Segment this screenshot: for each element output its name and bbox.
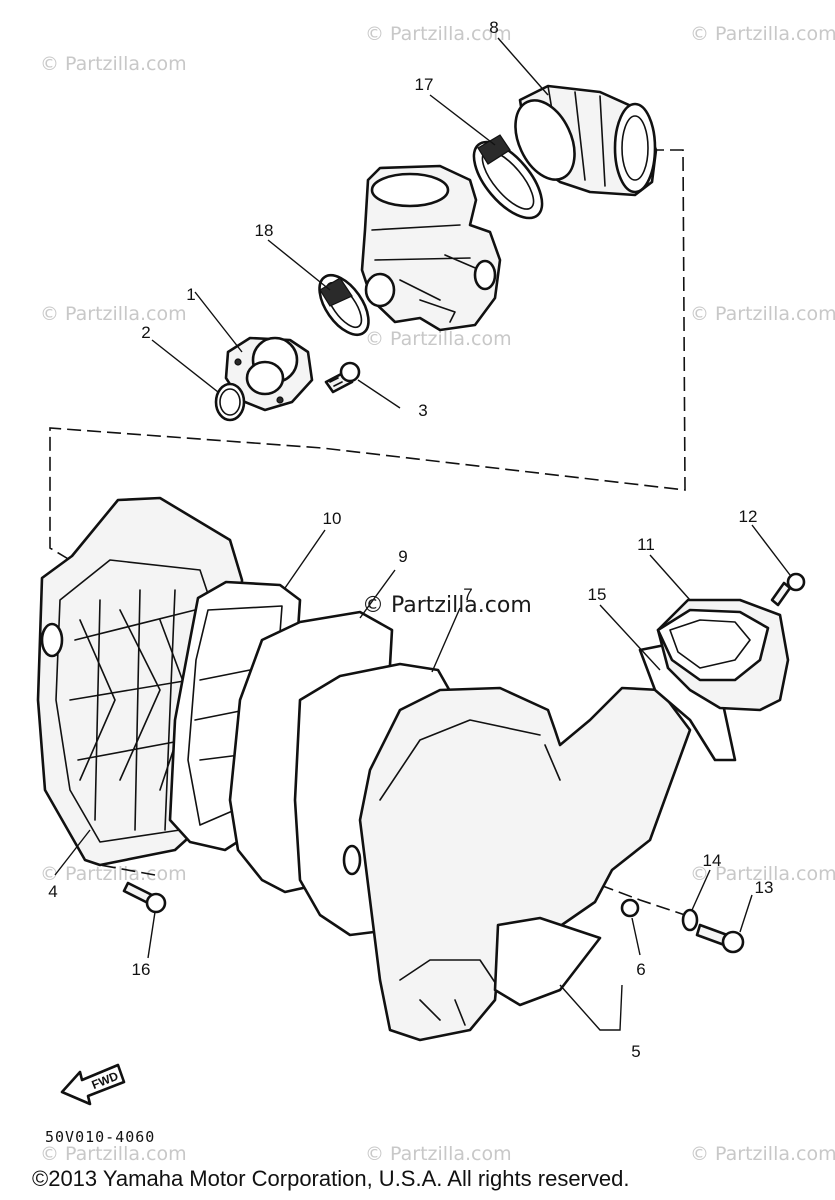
callout-labels: 8 17 18 1 2 3 4 10 9 7 15 11 12 16 6 14 … [48,18,773,1061]
callout-5: 5 [631,1042,640,1061]
washer-part-14 [681,908,699,932]
outlet-cap-part-11 [656,598,790,712]
watermark-text: © Partzilla.com [690,1143,835,1165]
watermark-text: © Partzilla.com [40,1143,187,1165]
watermark-text: © Partzilla.com [690,23,835,45]
callout-8: 8 [489,18,498,37]
callout-18: 18 [255,221,274,240]
watermark-text: © Partzilla.com [365,23,512,45]
watermark-text: © Partzilla.com [40,53,187,75]
callout-11: 11 [637,535,655,554]
screw-part-12 [770,572,806,607]
watermark-text: © Partzilla.com [690,863,835,885]
callout-10: 10 [323,509,342,528]
callout-17: 17 [415,75,434,94]
bolt-part-13 [695,923,745,954]
watermark-text: © Partzilla.com [365,328,512,350]
diagram-code: 50V010-4060 [45,1128,155,1146]
nut-part-6 [620,898,640,918]
callout-9: 9 [398,547,407,566]
callout-3: 3 [418,401,427,420]
callout-12: 12 [739,507,758,526]
center-watermark: © Partzilla.com [362,593,532,618]
callout-13: 13 [755,878,774,897]
watermark-text: © Partzilla.com [40,863,187,885]
callout-7: 7 [463,585,472,604]
screw-part-16 [122,881,167,914]
watermark-text: © Partzilla.com [40,303,187,325]
copyright-notice: ©2013 Yamaha Motor Corporation, U.S.A. A… [32,1166,629,1191]
callout-4: 4 [48,882,57,901]
watermark-text: © Partzilla.com [690,303,835,325]
screw-part-3 [324,361,361,394]
forward-direction-arrow: FWD [60,1063,126,1106]
intake-joint-part-1 [224,336,314,412]
leader-lines [54,37,791,1031]
callout-6: 6 [636,960,645,979]
callout-1: 1 [186,285,195,304]
hose-clamp-part-18 [318,273,370,337]
callout-15: 15 [588,585,607,604]
callout-2: 2 [141,323,150,342]
carburetor-assembly [360,164,502,332]
watermark-text: © Partzilla.com [365,1143,512,1165]
o-ring-part-2 [214,382,246,422]
callout-16: 16 [132,960,151,979]
hose-clamp-part-17 [472,134,544,220]
air-box-cover-part-5 [342,686,692,1042]
callout-14: 14 [703,851,722,870]
intake-duct-part-8 [514,84,658,197]
